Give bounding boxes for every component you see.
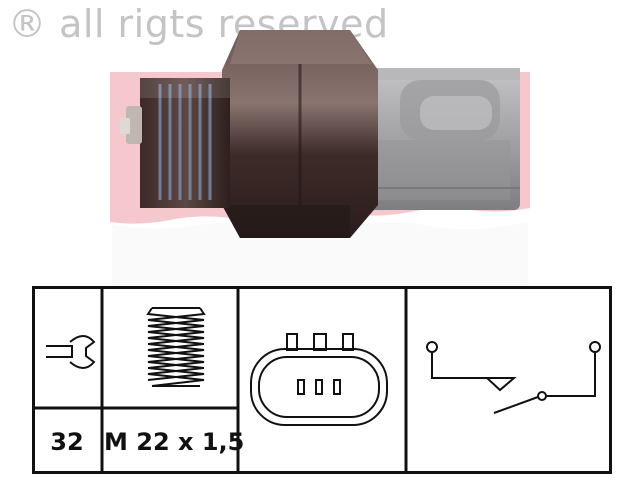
thread-icon (146, 307, 206, 387)
normally-open-switch-icon (426, 341, 601, 414)
threaded-shaft (140, 78, 230, 208)
wrench-size-value: 32 (50, 428, 84, 456)
specification-table (32, 286, 612, 474)
connector-housing (330, 68, 520, 210)
connector-3-pin-icon (250, 333, 388, 426)
wrench-icon (46, 335, 96, 369)
plunger-tip (120, 106, 142, 144)
hex-nut (222, 30, 378, 238)
thread-size-value: M 22 x 1,5 (104, 428, 245, 456)
product-photo (110, 30, 530, 238)
